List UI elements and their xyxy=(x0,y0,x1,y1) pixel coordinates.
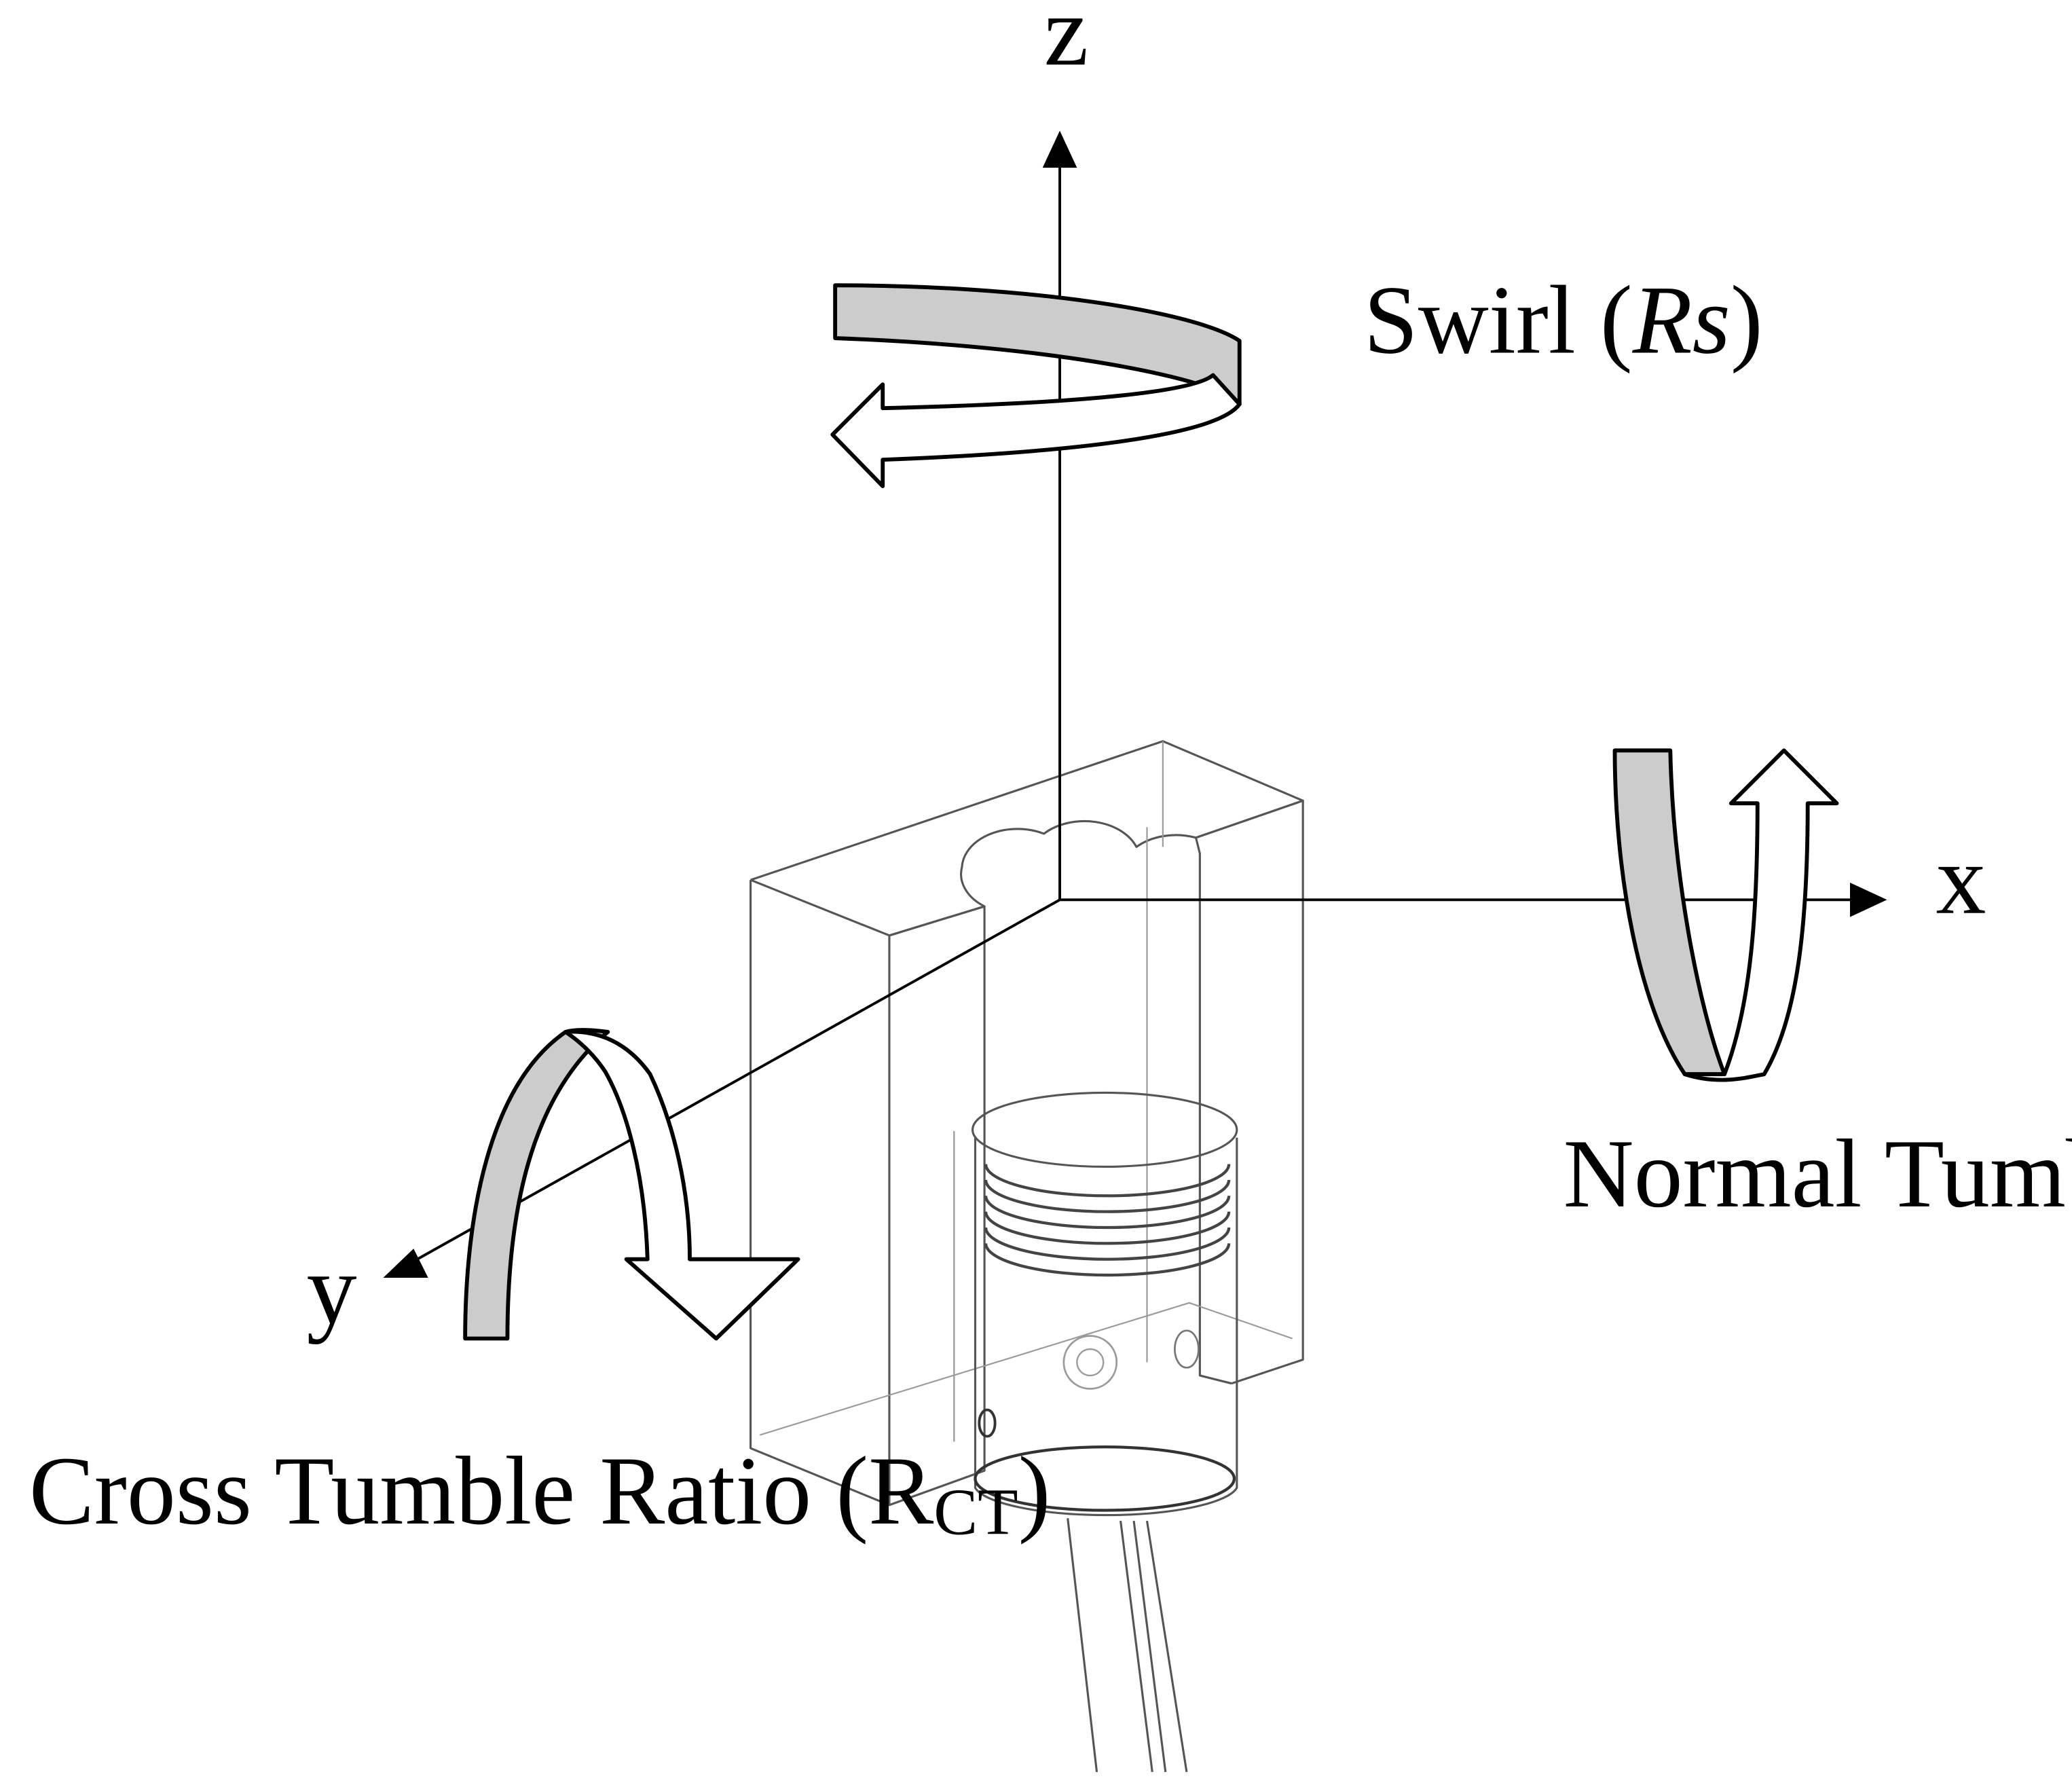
x-axis-arrowhead xyxy=(1850,882,1887,917)
normal-tumble-icon xyxy=(1612,748,1839,1082)
y-axis-arrowhead xyxy=(383,1249,428,1278)
x-axis-label: x xyxy=(1936,824,1986,935)
engine-block-sketch xyxy=(750,740,1304,1507)
piston-sketch xyxy=(953,1091,1238,1773)
swirl-label: Swirl (Rs) xyxy=(1364,266,1763,374)
normal-tumble-label: Normal Tumble (RT) xyxy=(1564,1120,2072,1232)
cross-tumble-label: Cross Tumble Ratio (RCT) xyxy=(29,1437,1051,1549)
z-axis-label: z xyxy=(1044,0,1089,86)
z-axis-arrowhead xyxy=(1042,130,1077,168)
swirl-icon xyxy=(830,283,1242,488)
cross-tumble-icon xyxy=(463,1028,800,1341)
y-axis-label: y xyxy=(307,1233,357,1344)
